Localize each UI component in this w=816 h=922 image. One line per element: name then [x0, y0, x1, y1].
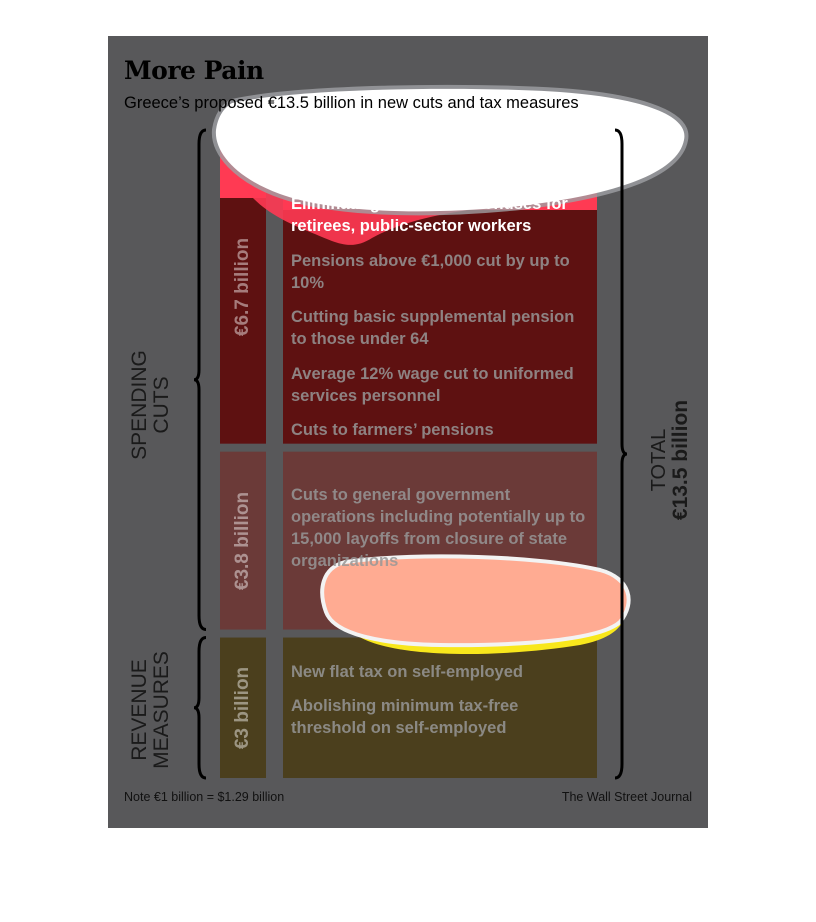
- measure-item: New flat tax on self-employed: [291, 663, 523, 681]
- measure-item: Pensions above €1,000 cut by up to 10%: [291, 252, 570, 292]
- segment-amount-bar: [220, 451, 266, 630]
- spending-cuts-brace: [193, 128, 207, 632]
- measure-item: Cuts to farmers’ pensions: [291, 421, 494, 439]
- footnote: Note €1 billion = $1.29 billion: [124, 790, 285, 804]
- segment-items-bar: [283, 637, 597, 778]
- segment-amount-label: €3 billion: [232, 666, 254, 749]
- measure-item: Raising retirement age to 67 from 65: [291, 138, 577, 156]
- segment-amount-label: €3.8 billion: [232, 491, 254, 590]
- total-brace: [614, 128, 628, 780]
- revenue-measures-brace: [193, 636, 207, 780]
- total-label: TOTAL€13.5 billion: [648, 399, 692, 521]
- segment-amount-bar: [220, 637, 266, 778]
- chart-title: More Pain: [124, 56, 264, 85]
- measure-item: Eliminating two-month bonuses for retire…: [291, 195, 568, 235]
- source-credit: The Wall Street Journal: [561, 790, 692, 804]
- segment-amount-label: €6.7 billion: [232, 237, 254, 336]
- highlight-orange-blob: [320, 554, 631, 648]
- measure-item: Cuts to general government operations in…: [291, 486, 586, 570]
- highlight-white-blob: [215, 88, 685, 212]
- chart-subtitle: Greece’s proposed €13.5 billion in new c…: [124, 94, 579, 112]
- measure-item: Abolishing minimum tax-free threshold on…: [291, 697, 519, 737]
- measure-item: Average 12% wage cut to uniformed servic…: [291, 365, 574, 405]
- measure-item: Cutting basic supplemental pension to th…: [291, 308, 575, 348]
